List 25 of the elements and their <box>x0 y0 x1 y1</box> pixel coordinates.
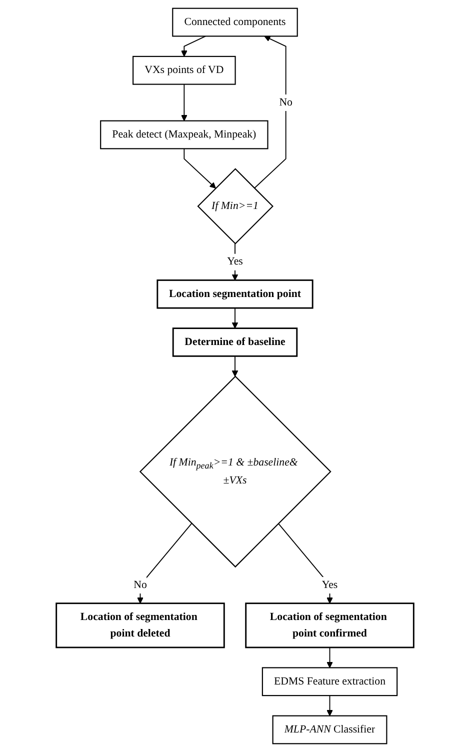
node-diamond: If Min$_{peak}$>=1 & ±baseline& ±VXs <box>139 376 332 568</box>
arrow <box>254 36 286 189</box>
arrow <box>232 308 238 329</box>
node-box: EDMS Feature extraction <box>262 667 398 696</box>
edge-label: Yes <box>227 256 243 268</box>
node-box: VXs points of VD <box>132 56 236 85</box>
arrow <box>326 646 333 668</box>
node-box: Determine of baseline <box>172 328 298 357</box>
node-box: Location of segmentation point confirmed <box>245 602 414 648</box>
node-diamond: If Min>=1 <box>197 168 274 244</box>
arrow <box>181 36 206 57</box>
edge-label: No <box>134 579 147 591</box>
arrow <box>184 148 216 189</box>
edge-label: No <box>279 96 292 108</box>
node-box: Location of segmentation point deleted <box>56 602 225 648</box>
arrow <box>232 356 238 377</box>
node-box: MLP-ANN Classifier <box>272 715 388 744</box>
arrow <box>278 523 333 604</box>
arrow <box>137 523 192 604</box>
arrow <box>181 84 188 122</box>
node-box: Location segmentation point <box>156 279 314 309</box>
node-box: Connected components <box>172 8 298 37</box>
node-box: Peak detect (Maxpeak, Minpeak) <box>100 120 268 150</box>
edge-label: Yes <box>322 579 338 591</box>
arrow <box>326 695 333 716</box>
